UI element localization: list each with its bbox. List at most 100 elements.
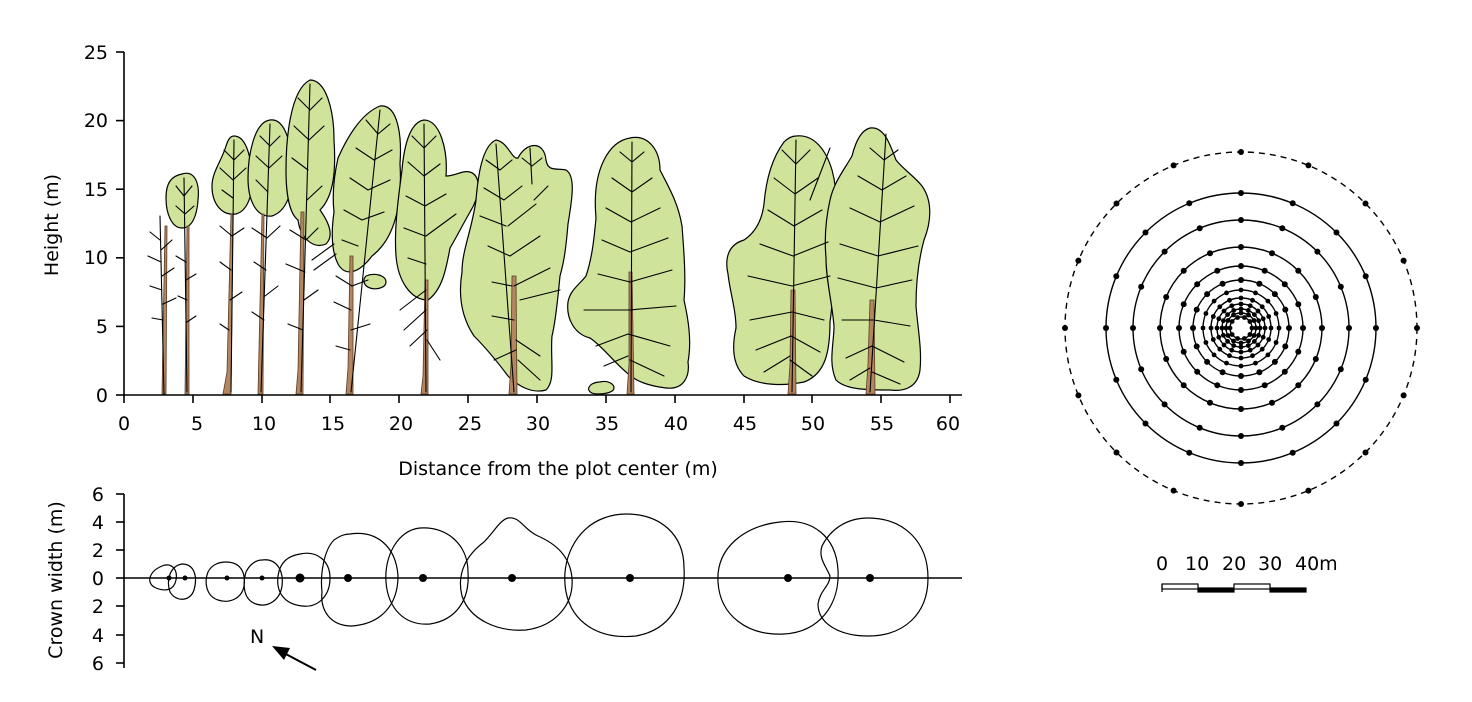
trunk-tree-5 (295, 211, 305, 395)
sampling-point (1190, 325, 1196, 331)
sampling-point (1238, 287, 1244, 293)
sampling-point (1161, 401, 1168, 408)
crown-projection-panel: 6 4 2 0 2 4 6 Crown width (m) (45, 484, 962, 675)
sampling-point (1256, 318, 1261, 324)
trunk-tree-1 (161, 225, 168, 395)
sampling-point (1221, 318, 1226, 324)
sampling-point (1256, 280, 1263, 287)
profile-x-axis-title: Distance from the plot center (m) (398, 458, 718, 480)
sampling-point (1281, 281, 1288, 288)
x-tick-5: 5 (191, 413, 203, 435)
sampling-point (1266, 314, 1272, 319)
sampling-point (1225, 333, 1231, 338)
sampling-point (1216, 334, 1222, 340)
sampling-point (1289, 449, 1296, 456)
sampling-point (1333, 229, 1340, 236)
sampling-point (1075, 392, 1082, 399)
sampling-point (1238, 406, 1244, 412)
sampling-point (1337, 366, 1344, 373)
sampling-point (1400, 257, 1407, 264)
x-tick-15: 15 (321, 413, 345, 435)
x-tick-50: 50 (801, 413, 825, 435)
crown-tree-9 (567, 136, 691, 389)
sampling-point (1319, 325, 1325, 331)
sampling-point (1276, 325, 1282, 331)
x-tick-30: 30 (526, 413, 550, 435)
sampling-point (1286, 325, 1292, 331)
sampling-point (1138, 366, 1145, 373)
north-arrow-icon (272, 646, 290, 660)
y-tick-5: 5 (96, 316, 108, 338)
sampling-point (1253, 325, 1259, 331)
sampling-point (1204, 291, 1211, 298)
sampling-point (1295, 267, 1302, 274)
y-tick-25: 25 (84, 42, 108, 64)
sampling-point (1221, 308, 1227, 314)
sampling-point (1200, 325, 1206, 331)
crown-tree-7 (394, 119, 479, 301)
sampling-point (1312, 294, 1319, 300)
sampling-point (1210, 337, 1216, 342)
trunk-tree-6 (345, 255, 354, 395)
crown-outline-10 (717, 520, 839, 635)
sampling-point (1279, 424, 1286, 431)
sampling-point (1259, 346, 1265, 352)
sampling-points (1062, 149, 1420, 507)
sampling-point (1224, 290, 1229, 296)
crown-tree-3 (211, 135, 254, 215)
crown-tree-6b (363, 273, 387, 290)
sampling-point (1235, 336, 1240, 341)
sampling-point (1238, 295, 1244, 301)
sampling-point (1247, 303, 1253, 309)
crown-tree-2 (165, 172, 199, 229)
crown-outline-9 (564, 513, 685, 638)
sampling-point (1163, 294, 1170, 300)
scale-label-30: 30 (1258, 553, 1282, 575)
scale-label-20: 20 (1222, 553, 1246, 575)
profile-x-ticks (123, 395, 951, 403)
sampling-point (1193, 343, 1200, 350)
sampling-point (1219, 280, 1226, 287)
sampling-point (1262, 325, 1268, 331)
sampling-point (1223, 325, 1229, 331)
sampling-point (1217, 346, 1223, 352)
sampling-point (1214, 267, 1221, 274)
crown-y-axis-title: Crown width (m) (45, 501, 67, 659)
sampling-point (1245, 308, 1251, 313)
crown-outline-7 (385, 527, 469, 625)
stem-positions (166, 573, 874, 583)
sampling-point (1247, 347, 1253, 353)
north-label: N (250, 626, 264, 648)
sampling-point (1238, 340, 1244, 346)
sampling-point (1295, 301, 1302, 308)
sampling-point (1238, 460, 1244, 466)
trunk-tree-9 (626, 271, 635, 395)
sampling-point (1193, 306, 1200, 313)
sampling-point (1103, 325, 1109, 331)
crown-tree-5 (285, 79, 336, 246)
sampling-point (1207, 250, 1213, 257)
sampling-point (1113, 376, 1120, 383)
sampling-point (1211, 352, 1217, 358)
sampling-point (1238, 277, 1244, 283)
crown-tick-4-top: 4 (92, 512, 104, 534)
sampling-point (1314, 248, 1321, 255)
sampling-point (1251, 318, 1257, 323)
sampling-point (1214, 382, 1221, 389)
profile-y-axis-title: Height (m) (41, 174, 63, 276)
y-tick-10: 10 (84, 247, 108, 269)
sampling-point (1203, 311, 1209, 316)
profile-panel: 0 5 10 15 20 25 0 5 10 15 20 (41, 42, 962, 480)
sampling-point (1362, 200, 1369, 207)
sampling-point (1238, 217, 1244, 223)
sampling-point (1337, 283, 1344, 290)
crown-tree-8 (459, 139, 573, 392)
sampling-point (1208, 325, 1214, 331)
x-tick-60: 60 (936, 413, 960, 435)
trunk-tree-4 (257, 213, 265, 395)
sampling-point (1225, 318, 1231, 323)
sampling-point (1113, 449, 1120, 456)
sampling-point (1273, 311, 1279, 316)
sampling-point (1252, 339, 1257, 344)
trunk-tree-10 (787, 289, 797, 395)
